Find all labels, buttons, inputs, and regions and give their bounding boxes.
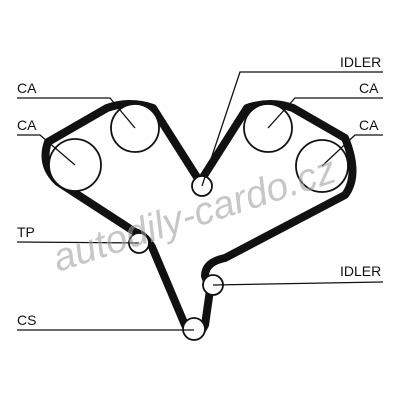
label-idler-bottom: IDLER [340,263,381,279]
timing-belt [41,100,357,339]
leader-idler-top [201,71,383,187]
label-tp: TP [17,224,35,240]
label-ca-top-right: CA [359,80,379,96]
label-idler-top: IDLER [340,54,381,70]
label-ca-mid-right: CA [359,117,379,133]
label-ca-top-left: CA [17,80,37,96]
label-ca-mid-left: CA [17,117,37,133]
leader-tp [16,241,140,244]
label-cs: CS [17,312,36,328]
leader-ca-mid-right [321,134,383,167]
leader-idler-bottom [212,281,384,286]
leader-ca-top-right [267,97,383,129]
crankshaft-pulley [182,317,206,341]
leader-ca-top-left [17,97,136,129]
leader-ca-mid-left [17,134,76,166]
